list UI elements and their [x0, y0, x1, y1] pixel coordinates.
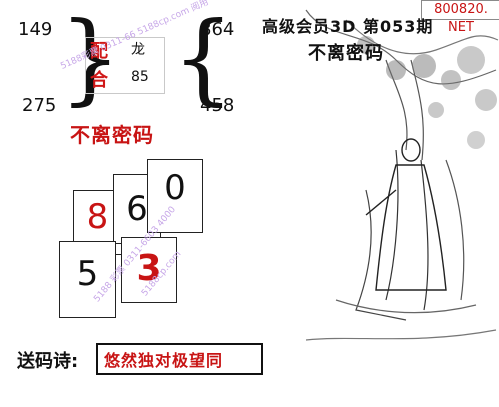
number-bottom-left: 275 [22, 95, 57, 116]
card-digit: 8 [86, 197, 109, 237]
combo-value: 85 [131, 69, 149, 85]
card-digit: 6 [126, 189, 148, 229]
dragon-label: 龙 [131, 42, 145, 58]
poem-label: 送码诗: [17, 351, 79, 372]
ink-painting-illustration [305, 9, 499, 341]
brace-right-icon: { [172, 2, 235, 116]
card-digit: 3 [136, 248, 162, 289]
combo-label: 合 [90, 70, 108, 91]
bottom-strip [0, 386, 499, 407]
number-top-left: 149 [18, 19, 53, 40]
pair-label: 配 [90, 41, 108, 62]
brace-left-icon: } [59, 2, 122, 116]
poem-text: 悠然独对极望同 [104, 351, 224, 370]
number-bottom-right: 458 [200, 95, 235, 116]
tagline: 不离密码 [70, 123, 154, 147]
poem-box [96, 343, 263, 375]
card-digit: 0 [164, 168, 186, 208]
digit-card: 5 [59, 241, 116, 318]
pair-box [85, 37, 165, 94]
card-digit: 5 [76, 254, 99, 294]
page-title: 高级会员3D 第053期 [262, 17, 434, 36]
page-subtitle: 不离密码 [308, 43, 384, 64]
site-badge[interactable]: 800820. NET [421, 0, 499, 35]
digit-card: 0 [147, 159, 203, 233]
number-top-right: 864 [200, 19, 235, 40]
digit-card: 3 [121, 237, 177, 303]
